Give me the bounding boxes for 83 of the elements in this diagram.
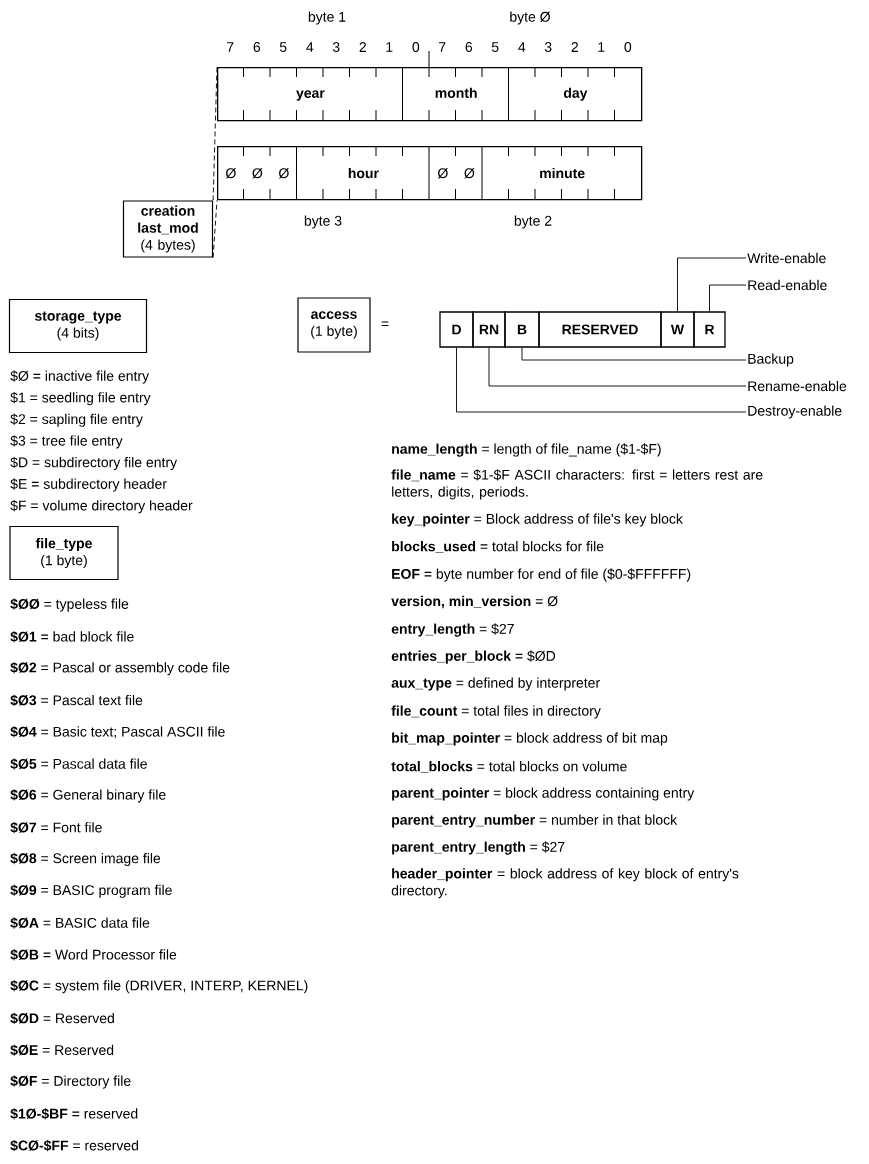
value-definition: $Ø9 = BASIC program file <box>10 884 172 898</box>
bit-number: 7 <box>439 42 446 52</box>
bit-cell: D <box>439 311 474 348</box>
field-definition: key_pointer = Block address of file's key block <box>392 513 683 527</box>
field-definition: header_pointer = block address of key block of entry's directory. <box>391 868 739 899</box>
field-definition: entry_length = $27 <box>391 623 514 637</box>
bit-number: 0 <box>412 42 420 52</box>
bit-cell: RESERVED <box>538 311 662 348</box>
leader-line <box>521 347 747 361</box>
bit-number: 1 <box>386 42 393 52</box>
bit-number: 1 <box>598 42 605 52</box>
field-definition: aux_type = defined by interpreter <box>391 677 600 691</box>
bit-label: Rename-enable <box>748 380 847 392</box>
value-definition: $ØØ = typeless file <box>10 598 129 612</box>
value-definition: $Ø7 = Font file <box>10 821 102 834</box>
field-definition: bit_map_pointer = block address of bit map <box>392 732 668 746</box>
byte-label: byte 3 <box>304 215 342 229</box>
value-definition: $ØD = Reserved <box>10 1012 114 1025</box>
bit-number: 4 <box>518 42 526 52</box>
field-definition: entries_per_block = $ØD <box>391 650 556 664</box>
field-definition: parent_pointer = block address containing entry <box>392 787 695 801</box>
value-definition: $2 = sapling file entry <box>10 413 143 427</box>
leader-line <box>456 347 747 413</box>
byte-label: byte 2 <box>514 215 552 229</box>
bit-number: 6 <box>465 42 473 52</box>
field-definition: file_name = $1-$F ASCII characters: first = letters rest are letters, digits, periods. <box>391 469 763 500</box>
value-definition: $1 = seedling file entry <box>10 391 151 406</box>
field-name-box: creation last_mod (4 bytes) <box>122 200 214 258</box>
field-name-box: storage_type (4 bits) <box>8 298 148 354</box>
bit-cell: RN <box>472 311 506 348</box>
leader-line <box>709 284 747 312</box>
bit-number: 6 <box>253 42 261 52</box>
field-definition: name_length = length of file_name ($1-$F) <box>392 443 661 457</box>
bit-number: 2 <box>571 42 578 52</box>
field-name-box: access (1 byte) <box>297 297 371 353</box>
value-definition: $ØB = Word Processor file <box>10 949 177 961</box>
bit-number: 7 <box>227 42 234 52</box>
dashed-line <box>212 199 218 259</box>
field-definition: blocks_used = total blocks for file <box>392 541 604 553</box>
value-definition: $ØA = BASIC data file <box>10 917 150 929</box>
bit-number: 3 <box>332 42 340 52</box>
field-definition: parent_entry_number = number in that block <box>392 814 678 828</box>
bit-number: 4 <box>306 42 314 52</box>
bit-cell: W <box>660 311 695 348</box>
field-definition: version, min_version = Ø <box>391 595 558 609</box>
value-definition: $Ø3 = Pascal text file <box>10 694 143 707</box>
value-definition: $CØ-$FF = reserved <box>10 1139 139 1152</box>
value-definition: $ØF = Directory file <box>10 1075 131 1089</box>
value-definition: $ØE = Reserved <box>10 1044 114 1056</box>
leader-line <box>677 257 747 312</box>
field-definition: file_count = total files in directory <box>391 705 601 719</box>
value-definition: $Ø4 = Basic text; Pascal ASCII file <box>10 726 225 739</box>
bit-field-bar: Ø Ø Ø hour Ø Ø minute <box>217 145 643 201</box>
value-definition: $Ø = inactive file entry <box>10 370 150 384</box>
byte-label: byte Ø <box>510 11 551 25</box>
value-definition: $3 = tree file entry <box>10 435 123 449</box>
value-definition: $1Ø-$BF = reserved <box>10 1108 138 1120</box>
bit-label: Write-enable <box>747 252 826 264</box>
bit-cell: R <box>693 311 726 348</box>
bit-number: 5 <box>279 42 287 52</box>
dashed-line <box>212 66 218 201</box>
field-name-box: file_type (1 byte) <box>9 525 119 581</box>
bit-label: Destroy-enable <box>748 405 842 419</box>
bit-number: 2 <box>359 42 366 52</box>
bit-label: Read-enable <box>748 279 827 291</box>
bit-number: 5 <box>491 42 499 52</box>
bit-number: 0 <box>624 42 632 52</box>
value-definition: $Ø1 = bad block file <box>10 631 134 643</box>
value-definition: $ØC = system file (DRIVER, INTERP, KERNEL) <box>10 979 308 994</box>
byte-label: byte 1 <box>308 11 346 25</box>
value-definition: $Ø5 = Pascal data file <box>10 758 147 770</box>
value-definition: $Ø8 = Screen image file <box>10 852 161 867</box>
bit-label: Backup <box>748 353 794 367</box>
value-definition: $Ø6 = General binary file <box>10 789 166 803</box>
value-definition: $Ø2 = Pascal or assembly code file <box>10 661 230 676</box>
value-definition: $E = subdirectory header <box>10 478 167 492</box>
field-definition: EOF = byte number for end of file ($0-$FFFFFF) <box>392 568 691 582</box>
bit-cell: B <box>504 311 540 348</box>
field-definition: total_blocks = total blocks on volume <box>391 761 627 773</box>
leader-line <box>488 347 747 387</box>
bit-number: 3 <box>544 42 552 52</box>
value-definition: $D = subdirectory file entry <box>10 456 178 471</box>
field-definition: parent_entry_length = $27 <box>392 841 565 855</box>
